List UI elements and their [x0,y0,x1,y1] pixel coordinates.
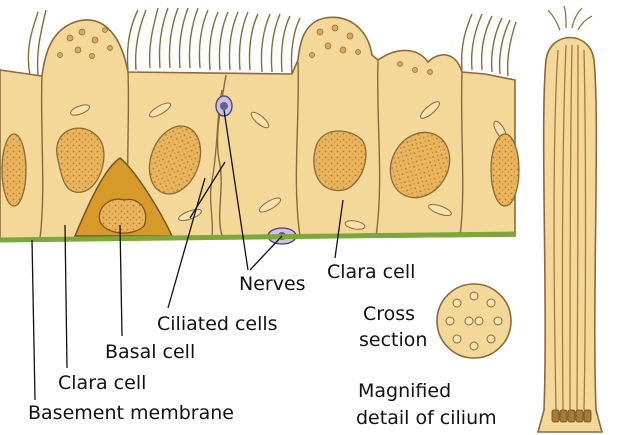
label-basal-cell: Basal cell [105,341,195,363]
label-clara-cell-lower: Clara cell [58,372,146,394]
epithelium-tissue [0,8,519,244]
label-cross-section-line1: Cross [363,303,415,325]
label-nerves: Nerves [239,273,306,295]
label-clara-cell-upper: Clara cell [327,261,415,283]
magnified-cilium [538,6,602,432]
label-magnified-line1: Magnified [358,380,451,402]
labels: Nerves Clara cell Ciliated cells Basal c… [28,261,497,429]
label-cross-section-line2: section [359,329,427,351]
label-ciliated-cells: Ciliated cells [157,313,278,335]
label-basement-membrane: Basement membrane [28,402,234,424]
label-magnified-line2: detail of cilium [356,407,497,429]
cilium-cross-section [437,284,511,358]
